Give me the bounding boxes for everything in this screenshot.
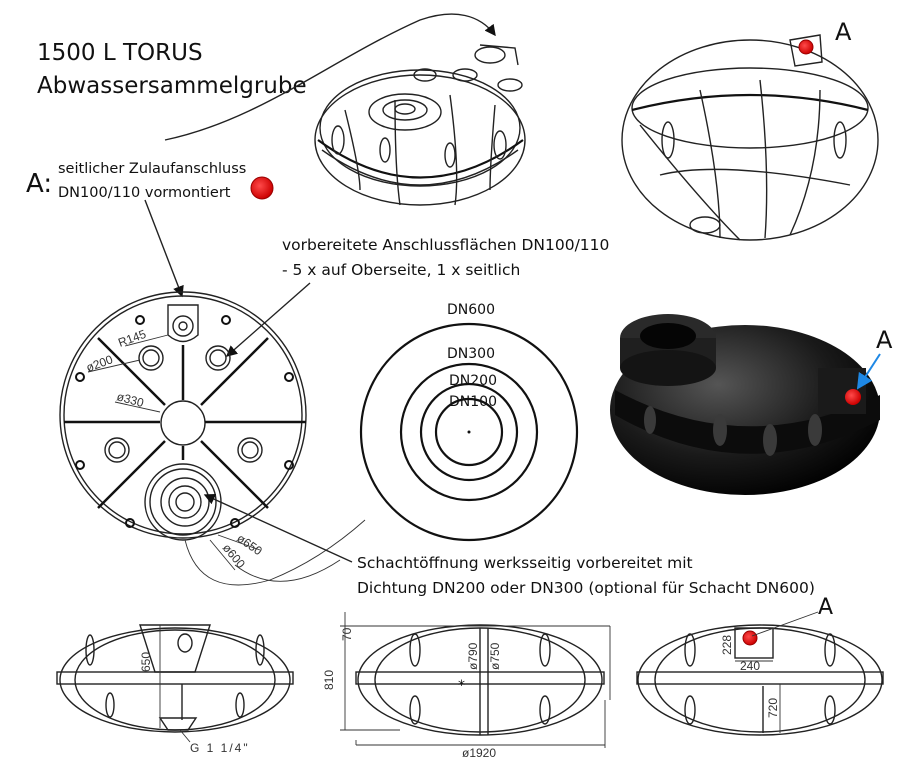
label-dn300: DN300	[447, 346, 495, 362]
tank-side-view-right	[636, 611, 884, 736]
shaft-arrow	[203, 493, 353, 563]
marker-a-top: A	[835, 18, 852, 46]
circle-dn100	[434, 397, 504, 467]
marker-a-photo: A	[876, 326, 893, 354]
circle-dn300	[399, 362, 539, 502]
tank-isometric-top-view	[314, 44, 526, 206]
side-connection-a-dot-icon	[742, 630, 758, 646]
dim-720: 720	[766, 698, 780, 718]
photo-connection-a-dot-icon	[845, 389, 861, 405]
dim-d790: ø790	[466, 642, 480, 670]
dim-228: 228	[720, 635, 734, 655]
dim-70: 70	[340, 627, 354, 641]
tank-side-view-middle: *	[340, 612, 611, 748]
legend-a-line1: seitlicher Zulaufanschluss	[58, 161, 246, 177]
svg-text:*: *	[458, 678, 465, 694]
photo-blue-arrow	[856, 353, 881, 390]
dim-d330: ø330	[115, 389, 145, 410]
shaft-diameter-circles	[359, 322, 579, 542]
dim-d1920: ø1920	[462, 746, 496, 758]
dim-650: 650	[139, 652, 153, 672]
label-dn600: DN600	[447, 302, 495, 318]
dim-thread: G 1 1/4"	[190, 741, 250, 755]
connections-note-line1: vorbereitete Anschlussflächen DN100/110	[282, 236, 609, 254]
tank-isometric-bottom-view	[621, 34, 879, 241]
tank-plan-view	[59, 291, 366, 586]
shaft-note-line2: Dichtung DN200 oder DN300 (optional für …	[357, 579, 815, 597]
dim-d200: ø200	[84, 352, 115, 375]
legend-red-dot-icon	[250, 176, 274, 200]
dim-d750: ø750	[488, 642, 502, 670]
connections-note-line2: - 5 x auf Oberseite, 1 x seitlich	[282, 261, 520, 279]
tank-photo	[610, 314, 880, 495]
tank-side-view-left	[56, 624, 294, 743]
dim-r145: R145	[116, 327, 148, 350]
label-dn100: DN100	[449, 394, 497, 410]
title-line2: Abwassersammelgrube	[37, 73, 307, 99]
legend-a-line2: DN100/110 vormontiert	[58, 185, 231, 201]
connections-arrow	[225, 282, 311, 357]
dim-810: 810	[322, 670, 336, 690]
circle-dn200	[419, 382, 519, 482]
dim-240: 240	[740, 659, 760, 673]
marker-a-side: A	[818, 595, 833, 620]
legend-a-arrow	[144, 199, 184, 298]
circle-dn600	[359, 322, 579, 542]
legend-a-marker: A:	[26, 169, 52, 199]
curved-arrow	[164, 13, 496, 141]
label-dn200: DN200	[449, 373, 497, 389]
shaft-note-line1: Schachtöffnung werksseitig vorbereitet m…	[357, 554, 693, 572]
connection-a-dot-icon	[798, 39, 814, 55]
title-line1: 1500 L TORUS	[37, 40, 203, 66]
